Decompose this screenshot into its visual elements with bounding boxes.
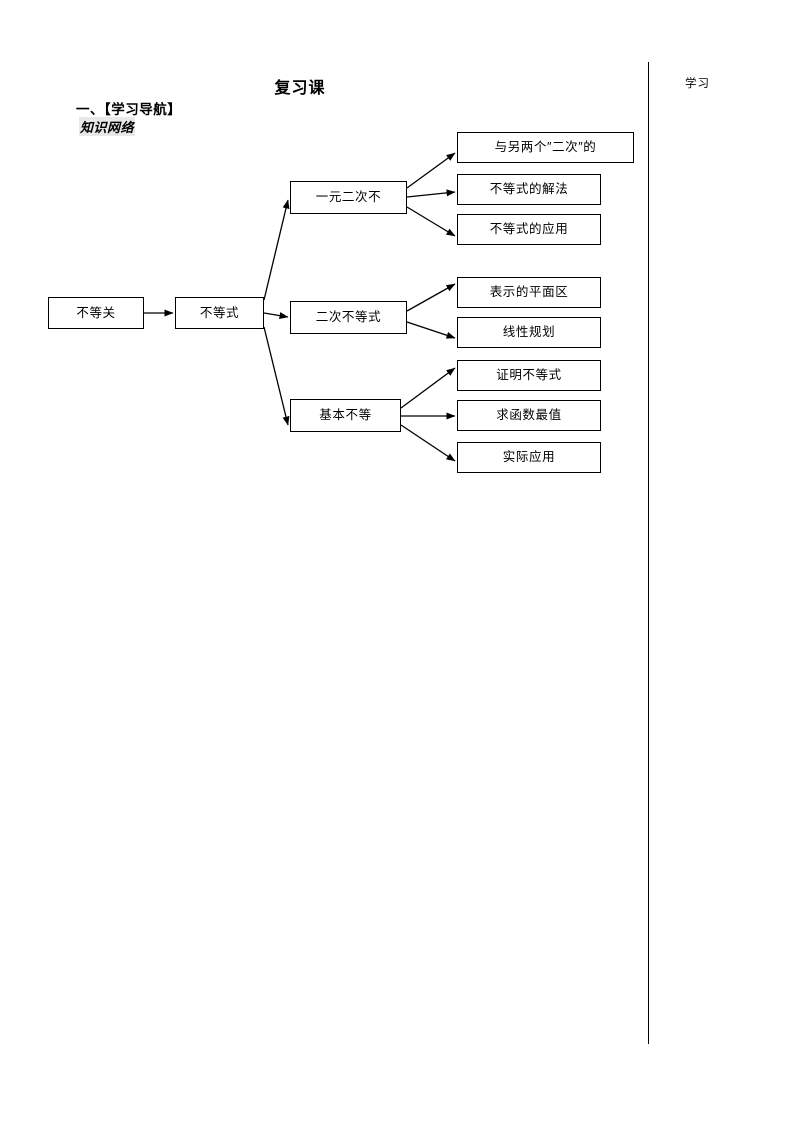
- diagram-node-label: 证明不等式: [496, 368, 562, 383]
- section-heading: 一、【学习导航】: [76, 102, 182, 117]
- diagram-node-n1: 不等关: [48, 297, 144, 329]
- diagram-node-n9: 表示的平面区: [457, 277, 601, 308]
- diagram-node-n4: 二次不等式: [290, 301, 407, 334]
- diagram-node-label: 实际应用: [502, 450, 556, 465]
- diagram-node-n5: 基本不等: [290, 399, 401, 432]
- diagram-node-label: 一元二次不: [315, 190, 382, 205]
- diagram-node-label: 不等式的应用: [489, 222, 569, 237]
- diagram-edge-n4-n10: [406, 321, 456, 339]
- diagram-edge-n2-n4: [263, 312, 289, 320]
- diagram-node-label: 不等式的解法: [489, 182, 569, 197]
- diagram-node-n12: 求函数最值: [457, 400, 601, 431]
- sub-heading-knowledge-network: 知识网络: [79, 117, 136, 136]
- page-title: 复习课: [274, 80, 326, 97]
- diagram-node-n8: 不等式的应用: [457, 214, 601, 245]
- diagram-node-label: 不等关: [76, 305, 116, 320]
- diagram-edge-n3-n7: [406, 189, 456, 198]
- diagram-node-label: 基本不等: [319, 408, 372, 423]
- diagram-edge-n3-n6: [406, 152, 456, 189]
- diagram-edge-n4-n9: [406, 283, 456, 312]
- diagram-node-n10: 线性规划: [457, 317, 601, 348]
- diagram-node-n11: 证明不等式: [457, 360, 601, 391]
- diagram-edge-n5-n13: [400, 424, 456, 462]
- diagram-node-label: 线性规划: [502, 325, 556, 340]
- diagram-node-label: 二次不等式: [315, 310, 382, 325]
- diagram-connector-layer: [144, 152, 456, 462]
- margin-note: 学习: [685, 78, 710, 90]
- diagram-node-n6: 与另两个″二次″的: [457, 132, 634, 163]
- diagram-node-label: 不等式: [199, 305, 240, 320]
- diagram-edge-n2-n3: [263, 199, 290, 301]
- diagram-node-n3: 一元二次不: [290, 181, 407, 214]
- diagram-node-n13: 实际应用: [457, 442, 601, 473]
- diagram-edge-n3-n8: [406, 206, 456, 237]
- diagram-node-n7: 不等式的解法: [457, 174, 601, 205]
- diagram-node-label: 与另两个″二次″的: [494, 140, 597, 155]
- knowledge-network-diagram: 不等关 不等式 一元二次不二次不等式基本不等 与另两个″二次″的不等式的解法不等式的应…: [0, 0, 794, 520]
- diagram-node-n2: 不等式: [175, 297, 264, 329]
- diagram-node-label: 求函数最值: [496, 408, 562, 423]
- diagram-edge-n2-n5: [263, 326, 290, 426]
- diagram-node-label: 表示的平面区: [489, 285, 569, 300]
- diagram-edge-n5-n11: [400, 367, 456, 409]
- margin-divider-line: [648, 62, 649, 1044]
